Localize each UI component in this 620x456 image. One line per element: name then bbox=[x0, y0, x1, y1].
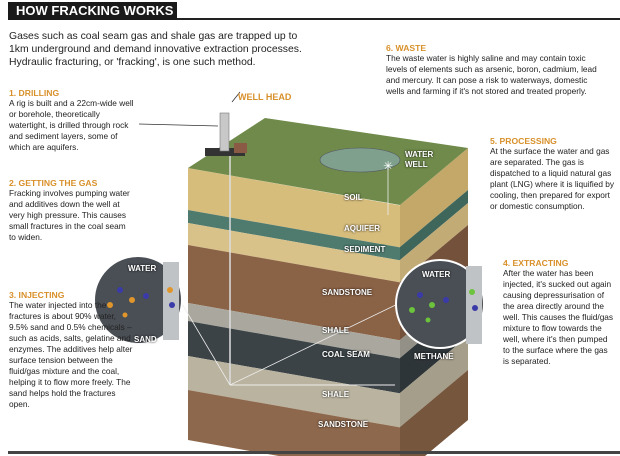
step-heading: 1. DRILLING bbox=[9, 88, 60, 98]
step-processing: 5. PROCESSING At the surface the water a… bbox=[490, 136, 615, 212]
step-text: The water injected into the fractures is… bbox=[9, 300, 133, 409]
step-heading: 5. PROCESSING bbox=[490, 136, 557, 146]
layer-label-shale-lower: SHALE bbox=[322, 390, 350, 399]
page-title: HOW FRACKING WORKS bbox=[8, 2, 177, 20]
step-text: At the surface the water and gas are sep… bbox=[490, 146, 615, 211]
title-divider bbox=[177, 18, 620, 20]
step-text: A rig is built and a 22cm-wide well or b… bbox=[9, 98, 134, 152]
layer-label-shale: SHALE bbox=[322, 326, 350, 335]
bottom-divider bbox=[8, 451, 620, 454]
layer-label-aquifer: AQUIFER bbox=[344, 224, 380, 233]
layer-label-sediment: SEDIMENT bbox=[344, 245, 386, 254]
step-text: The waste water is highly saline and may… bbox=[386, 53, 597, 96]
sand-label: SAND bbox=[134, 335, 157, 344]
step-drilling: 1. DRILLING A rig is built and a 22cm-wi… bbox=[9, 88, 137, 153]
injecting-magnifier bbox=[93, 255, 183, 345]
waste-pond bbox=[319, 147, 401, 173]
step-getting-gas: 2. GETTING THE GAS Fracking involves pum… bbox=[9, 178, 134, 243]
water-spray-icon: ✳ bbox=[383, 159, 393, 173]
layer-label-sandstone: SANDSTONE bbox=[322, 288, 373, 297]
water-well-label: WATER WELL bbox=[405, 150, 434, 169]
methane-label: METHANE bbox=[414, 352, 454, 361]
well-head-label: WELL HEAD bbox=[238, 92, 292, 102]
step-text: Fracking involves pumping water and addi… bbox=[9, 188, 130, 242]
layer-label-soil: SOIL bbox=[344, 193, 363, 202]
layer-label-coal-seam: COAL SEAM bbox=[322, 350, 370, 359]
water-label-right: WATER bbox=[422, 270, 451, 279]
step-heading: 4. EXTRACTING bbox=[503, 258, 569, 268]
layer-label-sandstone-lower: SANDSTONE bbox=[318, 420, 369, 429]
extracting-magnifier bbox=[395, 259, 485, 349]
rig-building bbox=[234, 143, 247, 153]
step-heading: 2. GETTING THE GAS bbox=[9, 178, 98, 188]
step-extracting: 4. EXTRACTING After the water has been i… bbox=[503, 258, 615, 367]
step-heading: 3. INJECTING bbox=[9, 290, 65, 300]
step-injecting: 3. INJECTING The water injected into the… bbox=[9, 290, 135, 410]
rig-platform bbox=[205, 148, 245, 156]
step-heading: 6. WASTE bbox=[386, 43, 427, 53]
intro-text: Gases such as coal seam gas and shale ga… bbox=[9, 31, 302, 69]
drill-tower-icon bbox=[219, 112, 230, 152]
step-text: After the water has been injected, it's … bbox=[503, 268, 614, 366]
water-label-left: WATER bbox=[128, 264, 157, 273]
step-waste: 6. WASTE The waste water is highly salin… bbox=[386, 43, 598, 97]
front-face bbox=[188, 168, 400, 456]
